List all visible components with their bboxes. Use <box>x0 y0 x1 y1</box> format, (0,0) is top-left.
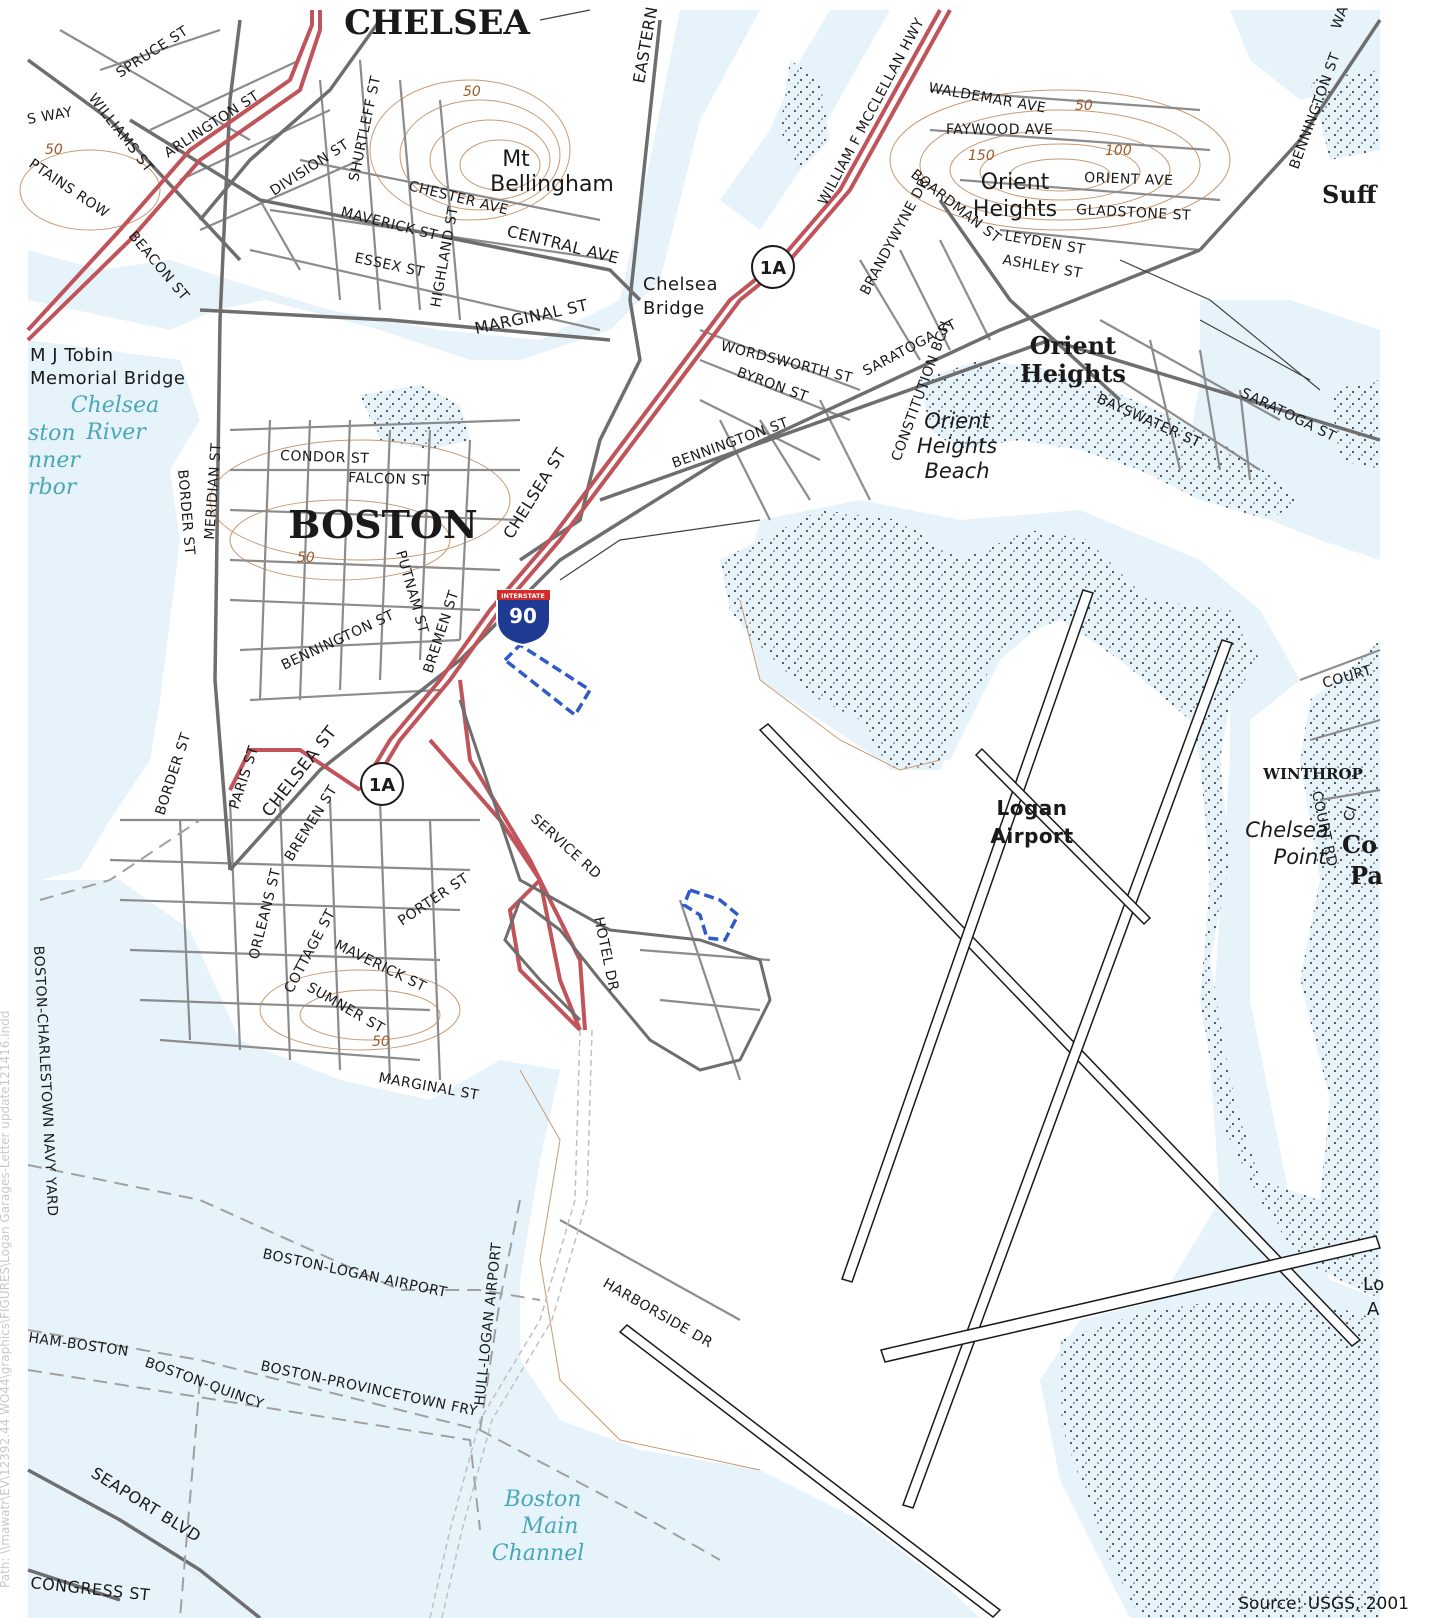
water-label-main: Main <box>521 1514 579 1539</box>
contour-label: 150 <box>968 148 995 164</box>
railroads <box>539 9 1321 581</box>
street-label: FAYWOOD AVE <box>946 122 1054 138</box>
garage-site-north <box>502 642 593 718</box>
route-1a-bottom-label: 1A <box>369 775 396 796</box>
street-label: SHURTLEFF ST <box>346 74 384 183</box>
town-label-orient-heights-1: Orient <box>1030 331 1116 360</box>
street-label: MAVERICK ST <box>332 937 428 995</box>
street-label: HOTEL DR <box>590 916 621 993</box>
major-roads <box>26 18 1382 1618</box>
place-label-chelsea-bridge-2: Bridge <box>643 298 705 319</box>
place-label-beach-2: Heights <box>917 434 997 458</box>
place-label-logan-1: Logan <box>996 796 1067 820</box>
place-label-tobin-2: Memorial Bridge <box>30 368 185 389</box>
street-label: ORIENT AVE <box>1084 170 1174 189</box>
place-label-logan-2: Airport <box>990 824 1073 848</box>
place-label-chelsea-bridge-1: Chelsea <box>643 274 718 295</box>
contour-label: 50 <box>45 142 63 158</box>
place-label-tobin-1: M J Tobin <box>30 345 114 366</box>
street-label: CONDOR ST <box>280 448 370 467</box>
street-label: BENNINGTON ST <box>670 415 791 472</box>
town-label-boston: BOSTON <box>288 502 477 547</box>
interstate-number: 90 <box>509 604 537 628</box>
water-label-ston: ston <box>28 421 76 446</box>
water-label-nner: nner <box>28 448 81 473</box>
street-label: CI <box>1341 804 1361 823</box>
street-label: HARBORSIDE DR <box>600 1276 715 1352</box>
street-label: PARIS ST <box>227 744 263 811</box>
place-label-beach-1: Orient <box>924 409 990 433</box>
town-label-suffolk-partial: Suff <box>1322 180 1378 209</box>
water-label-channel: Channel <box>492 1541 585 1566</box>
place-label-beach-3: Beach <box>924 459 989 483</box>
place-label-orient-hill-1: Orient <box>981 170 1050 195</box>
street-label: BRANDYWYNE DR <box>857 175 932 298</box>
marsh-areas <box>360 60 1380 1618</box>
interstate-label: INTERSTATE <box>501 592 545 600</box>
street-label: BENNINGTON ST <box>279 607 397 673</box>
street-label: S WAY <box>26 104 74 128</box>
water-label-rbor: rbor <box>28 475 78 500</box>
contour-label: 50 <box>463 84 481 100</box>
garage-site-south <box>681 887 741 942</box>
street-label: MERIDIAN ST <box>202 442 225 540</box>
street-label: WILLIAMS ST <box>85 91 156 176</box>
tunnel-lines <box>429 1029 593 1618</box>
route-1a-top-label: 1A <box>760 258 787 279</box>
town-label-co-partial: Co <box>1342 830 1377 859</box>
street-label: FALCON ST <box>348 470 430 489</box>
contour-label: 50 <box>1075 98 1093 114</box>
place-label-chelsea-point-2: Point <box>1274 845 1328 869</box>
contour-label: 100 <box>1105 143 1132 159</box>
street-label: WALDEMAR AVE <box>927 80 1047 116</box>
water-label-river: River <box>85 420 147 445</box>
minor-roads <box>59 28 1381 1321</box>
source-credit: Source: USGS, 2001 <box>1238 1594 1409 1614</box>
town-label-pa-partial: Pa <box>1350 861 1383 890</box>
ferry-routes <box>27 819 721 1618</box>
place-label-mt-1: Mt <box>502 147 530 172</box>
street-label: GLADSTONE ST <box>1076 202 1192 224</box>
interstate-90-shield: INTERSTATE 90 <box>496 589 551 647</box>
town-label-orient-heights-2: Heights <box>1020 359 1126 388</box>
town-label-winthrop: WINTHROP <box>1262 765 1363 783</box>
parking-garage-outlines <box>502 642 741 942</box>
town-label-chelsea: CHELSEA <box>344 3 530 43</box>
street-label: SPRUCE ST <box>113 23 191 81</box>
highways <box>26 9 952 1032</box>
water-label-boston: Boston <box>504 1487 582 1512</box>
street-label: BORDER ST <box>174 469 197 556</box>
contour-lines <box>19 79 1231 1471</box>
route-1a-shield-bottom: 1A <box>360 762 404 806</box>
place-label-logan-right-2: A <box>1367 1299 1380 1320</box>
file-path-note: Path: \\mawatr\EV\12392.44 WO44\graphics… <box>0 1010 12 1588</box>
street-label: ORLEANS ST <box>246 867 284 961</box>
street-label: ASHLEY ST <box>1001 252 1083 282</box>
street-label: WA <box>1329 4 1352 32</box>
place-label-bellingham: Bellingham <box>490 172 614 197</box>
contour-label: 50 <box>372 1034 390 1050</box>
airport-runways <box>618 589 1381 1618</box>
street-label: PTAINS ROW <box>26 156 112 221</box>
place-label-logan-right-1: Lo <box>1363 1274 1385 1295</box>
water-label-chelsea: Chelsea <box>71 393 159 418</box>
street-label: MAVERICK ST <box>339 204 439 244</box>
street-label: SERVICE RD <box>527 811 604 882</box>
place-label-orient-hill-2: Heights <box>973 197 1057 222</box>
place-label-chelsea-point-1: Chelsea <box>1245 818 1328 842</box>
airport-loop-road <box>458 699 772 1072</box>
street-label: BORDER ST <box>153 731 195 818</box>
contour-label: 50 <box>297 550 315 566</box>
route-1a-shield-top: 1A <box>751 245 795 289</box>
